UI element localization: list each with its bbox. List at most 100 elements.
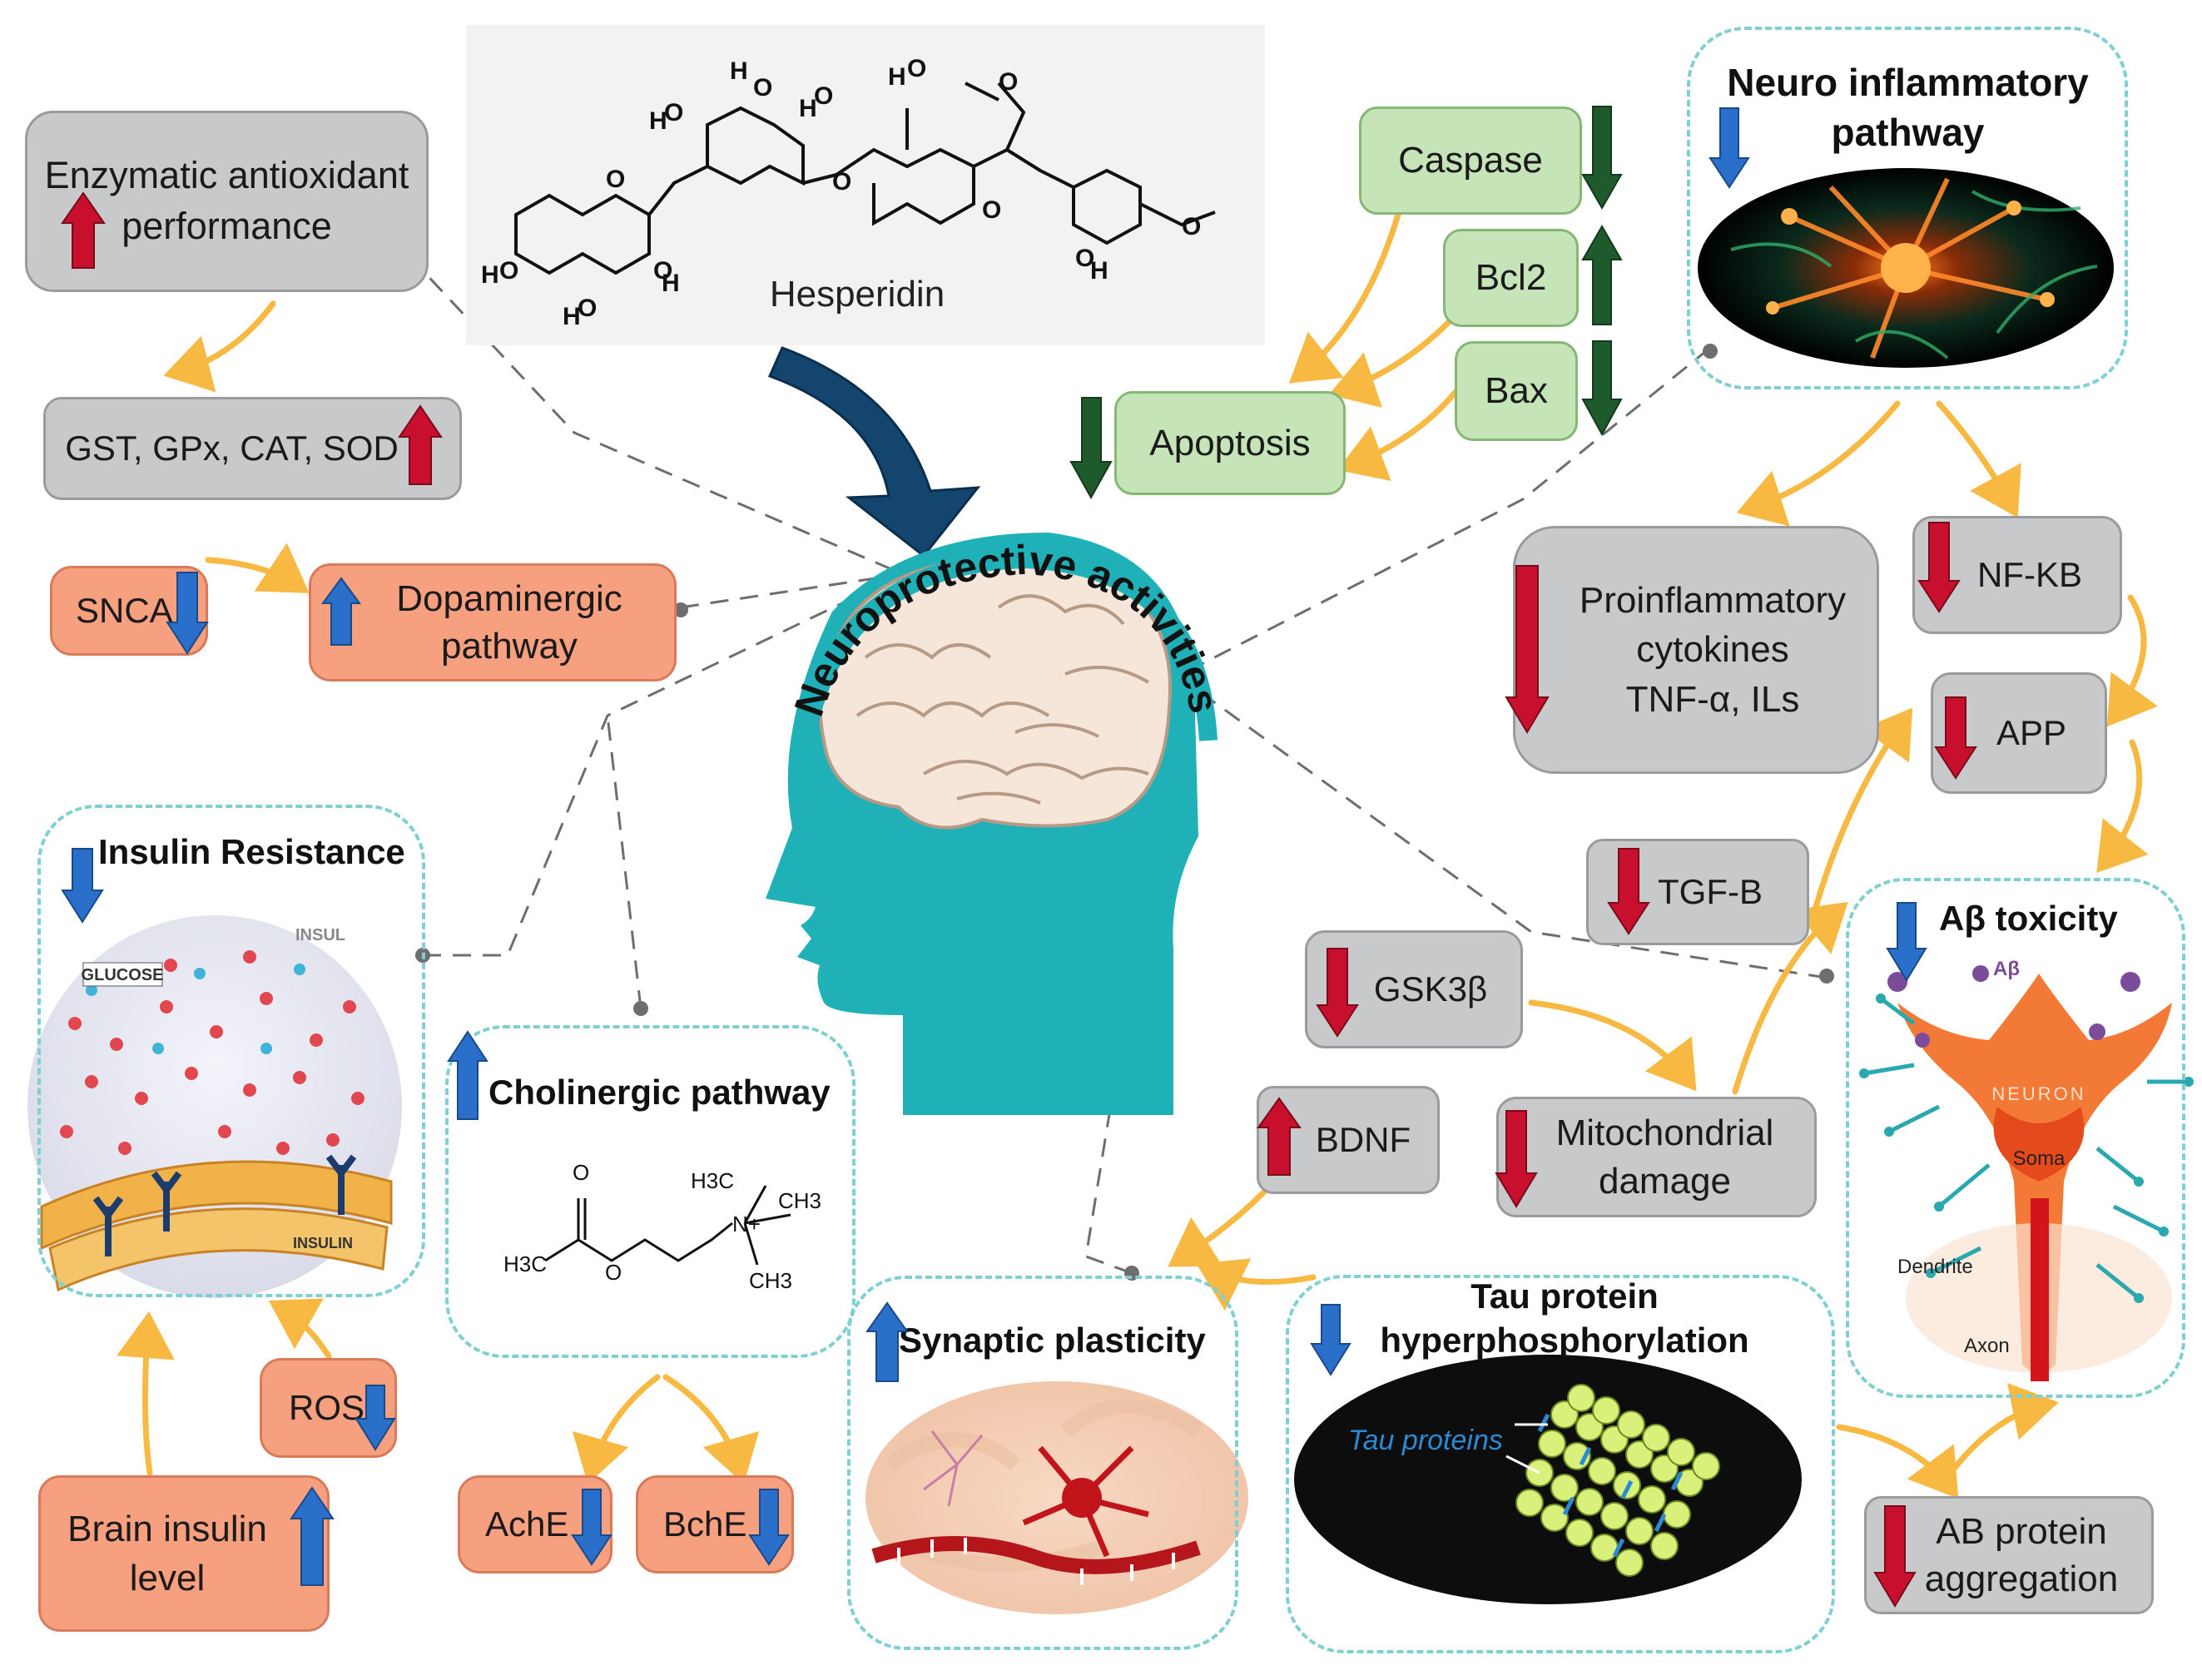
bax-box: Bax [1455, 341, 1578, 441]
bche-box: BchE [636, 1475, 794, 1573]
svg-text:O: O [573, 1160, 589, 1185]
bax-label: Bax [1485, 370, 1548, 411]
cholinergic-panel [445, 1025, 856, 1358]
svg-text:H: H [799, 95, 817, 122]
svg-text:O: O [832, 168, 851, 196]
bche-label: BchE [663, 1504, 747, 1544]
svg-text:H: H [481, 261, 499, 289]
snca-box: SNCA [50, 566, 208, 656]
hesperidin-structure-icon [514, 82, 1216, 275]
svg-text:O: O [753, 74, 772, 102]
proinflammatory-line3: TNF-α, ILs [1625, 678, 1800, 720]
svg-text:O: O [999, 68, 1018, 96]
svg-text:H: H [888, 63, 906, 91]
apoptosis-label: Apoptosis [1149, 422, 1311, 463]
bcl2-box: Bcl2 [1443, 229, 1579, 327]
svg-text:O: O [578, 295, 597, 322]
svg-text:Axon: Axon [1964, 1335, 2010, 1357]
mitochondrial-box: Mitochondrial damage [1496, 1097, 1817, 1217]
ros-label: ROS [289, 1388, 365, 1427]
app-label: APP [1996, 713, 2067, 752]
svg-text:O: O [982, 196, 1001, 224]
snca-label: SNCA [76, 591, 173, 630]
neuro-inflammatory-title: Neuro inflammatory pathway [1698, 58, 2118, 158]
neuro-inflammatory-title-line2: pathway [1831, 110, 1985, 154]
proinflammatory-line2: cytokines [1636, 629, 1789, 671]
synaptic-plasticity-image [865, 1381, 1248, 1614]
apoptosis-box: Apoptosis [1114, 391, 1346, 495]
svg-text:O: O [606, 166, 625, 193]
svg-text:O: O [605, 1260, 622, 1285]
mitochondrial-label-line1: Mitochondrial [1555, 1113, 1774, 1154]
synaptic-panel [847, 1276, 1238, 1650]
hesperidin-label: Hesperidin [770, 274, 945, 315]
svg-text:CH3: CH3 [778, 1188, 821, 1213]
ache-label: AchE [485, 1504, 569, 1544]
svg-text:N+: N+ [732, 1212, 761, 1236]
tgfb-box: TGF-B [1586, 839, 1809, 945]
neuro-inflammatory-panel [1687, 27, 2128, 389]
svg-text:O: O [1075, 245, 1094, 272]
head-icon [766, 533, 1198, 1115]
ros-box: ROS [260, 1358, 397, 1458]
cholinergic-title: Cholinergic pathway [489, 1073, 831, 1112]
dopaminergic-label-line1: Dopaminergic [396, 577, 622, 619]
tau-title: Tau protein hyperphosphorylation [1332, 1275, 1798, 1362]
svg-text:H: H [1090, 257, 1108, 285]
svg-text:H: H [730, 57, 748, 85]
tau-title-line2: hyperphosphorylation [1380, 1320, 1749, 1360]
svg-text:NEURON: NEURON [1991, 1083, 2085, 1104]
svg-text:O: O [653, 257, 672, 285]
svg-text:Dendrite: Dendrite [1897, 1256, 1973, 1278]
tau-panel [1286, 1275, 1835, 1653]
svg-text:H: H [563, 303, 581, 330]
ache-box: AchE [458, 1475, 612, 1573]
brain-insulin-label-line1: Brain insulin [67, 1508, 267, 1549]
dashed-connectors [408, 255, 1828, 1275]
app-box: APP [1931, 672, 2107, 794]
svg-text:CH3: CH3 [749, 1268, 792, 1293]
abeta-title: Aβ toxicity [1939, 899, 2118, 938]
svg-text:O: O [814, 82, 833, 110]
ab-aggregation-label-line2: aggregation [1924, 1559, 2119, 1599]
neuro-inflammatory-title-line1: Neuro inflammatory [1727, 61, 2089, 104]
svg-text:INSULIN: INSULIN [293, 1235, 353, 1251]
svg-text:O: O [907, 55, 926, 82]
svg-text:H: H [649, 107, 667, 135]
svg-text:H3C: H3C [691, 1168, 734, 1193]
svg-text:H3C: H3C [503, 1251, 547, 1276]
dopaminergic-box: Dopaminergic pathway [309, 563, 677, 681]
svg-text:INSUL: INSUL [295, 926, 345, 944]
svg-text:Tau proteins: Tau proteins [1348, 1425, 1503, 1456]
caspase-label: Caspase [1398, 140, 1543, 181]
nfkb-label: NF-KB [1977, 555, 2082, 594]
ab-aggregation-label-line1: AB protein [1936, 1510, 2107, 1552]
svg-text:Aβ: Aβ [1993, 958, 2020, 980]
bcl2-label: Bcl2 [1475, 257, 1547, 298]
tau-protein-image: Tau proteins [1294, 1355, 1802, 1604]
orange-arrows [117, 211, 2159, 1499]
abeta-panel [1846, 878, 2185, 1398]
insulin-resistance-title: Insulin Resistance [98, 832, 405, 871]
enzymes-label: GST, GPx, CAT, SOD [65, 429, 399, 468]
enzymatic-antioxidant-box: Enzymatic antioxidant performance [25, 111, 429, 292]
gsk3b-label: GSK3β [1373, 969, 1488, 1008]
tau-title-line1: Tau protein [1470, 1276, 1659, 1316]
main-arrow-icon [767, 346, 981, 558]
tgfb-label: TGF-B [1658, 872, 1763, 911]
svg-text:O: O [664, 99, 683, 126]
brain-insulin-label-line2: level [129, 1558, 206, 1598]
dopaminergic-label-line2: pathway [441, 626, 578, 667]
mitochondrial-label-line2: damage [1598, 1160, 1731, 1202]
enzymes-box: GST, GPx, CAT, SOD [43, 397, 462, 500]
svg-text:Soma: Soma [2013, 1147, 2066, 1170]
svg-text:O: O [1182, 213, 1201, 240]
gsk3b-box: GSK3β [1305, 930, 1523, 1048]
acetylcholine-structure-icon [544, 1185, 791, 1266]
svg-text:O: O [499, 257, 518, 285]
enzymatic-label-line1: Enzymatic antioxidant [44, 154, 409, 197]
abeta-neuron-image: Aβ NEURON Soma Dendrite Axon [1859, 958, 2194, 1381]
svg-text:H: H [662, 270, 680, 297]
neuro-inflammatory-image [1698, 168, 2114, 368]
